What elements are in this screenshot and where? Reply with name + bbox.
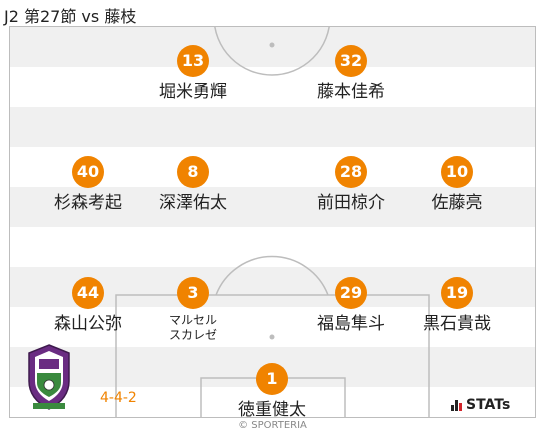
player-mf-right[interactable]: 10 佐藤亮 (392, 156, 522, 213)
player-name: 黒石貴哉 (423, 314, 491, 334)
player-number: 29 (335, 277, 367, 309)
player-name: 徳重健太 (238, 400, 306, 418)
player-gk[interactable]: 1 徳重健太 (207, 363, 337, 418)
player-number: 13 (177, 45, 209, 77)
player-fw-left[interactable]: 13 堀米勇輝 (128, 45, 258, 102)
player-name: 堀米勇輝 (159, 82, 227, 102)
formation-label: 4-4-2 (100, 390, 137, 406)
club-crest-icon (28, 344, 70, 410)
player-name: 森山公弥 (54, 314, 122, 334)
player-number: 44 (72, 277, 104, 309)
player-df-right[interactable]: 19 黒石貴哉 (392, 277, 522, 334)
player-mf-center-right[interactable]: 28 前田椋介 (286, 156, 416, 213)
stats-label: STATs (466, 397, 511, 413)
player-name: 福島隼斗 (317, 314, 385, 334)
player-number: 10 (441, 156, 473, 188)
page-title: J2 第27節 vs 藤枝 (4, 7, 137, 26)
player-df-center-left[interactable]: 3 マルセル スカレゼ (128, 277, 258, 343)
stats-bars-icon (451, 399, 462, 411)
stats-logo: STATs (451, 397, 510, 413)
player-number: 3 (177, 277, 209, 309)
pitch: 13 堀米勇輝 32 藤本佳希 40 杉森考起 8 深澤佑太 28 前田椋介 1… (9, 26, 536, 418)
player-mf-center-left[interactable]: 8 深澤佑太 (128, 156, 258, 213)
pitch-markings (115, 27, 430, 417)
player-number: 32 (335, 45, 367, 77)
player-name: マルセル スカレゼ (168, 313, 217, 342)
player-name: 藤本佳希 (317, 82, 385, 102)
player-name: 前田椋介 (317, 193, 385, 213)
player-number: 8 (177, 156, 209, 188)
player-number: 40 (72, 156, 104, 188)
player-df-left[interactable]: 44 森山公弥 (23, 277, 153, 334)
player-name: 杉森考起 (54, 193, 122, 213)
player-mf-left[interactable]: 40 杉森考起 (23, 156, 153, 213)
player-fw-right[interactable]: 32 藤本佳希 (286, 45, 416, 102)
copyright-text: © SPORTERIA (238, 420, 307, 431)
player-name: 佐藤亮 (431, 193, 483, 213)
player-number: 28 (335, 156, 367, 188)
player-number: 1 (256, 363, 288, 395)
player-df-center-right[interactable]: 29 福島隼斗 (286, 277, 416, 334)
player-number: 19 (441, 277, 473, 309)
player-name: 深澤佑太 (159, 193, 227, 213)
